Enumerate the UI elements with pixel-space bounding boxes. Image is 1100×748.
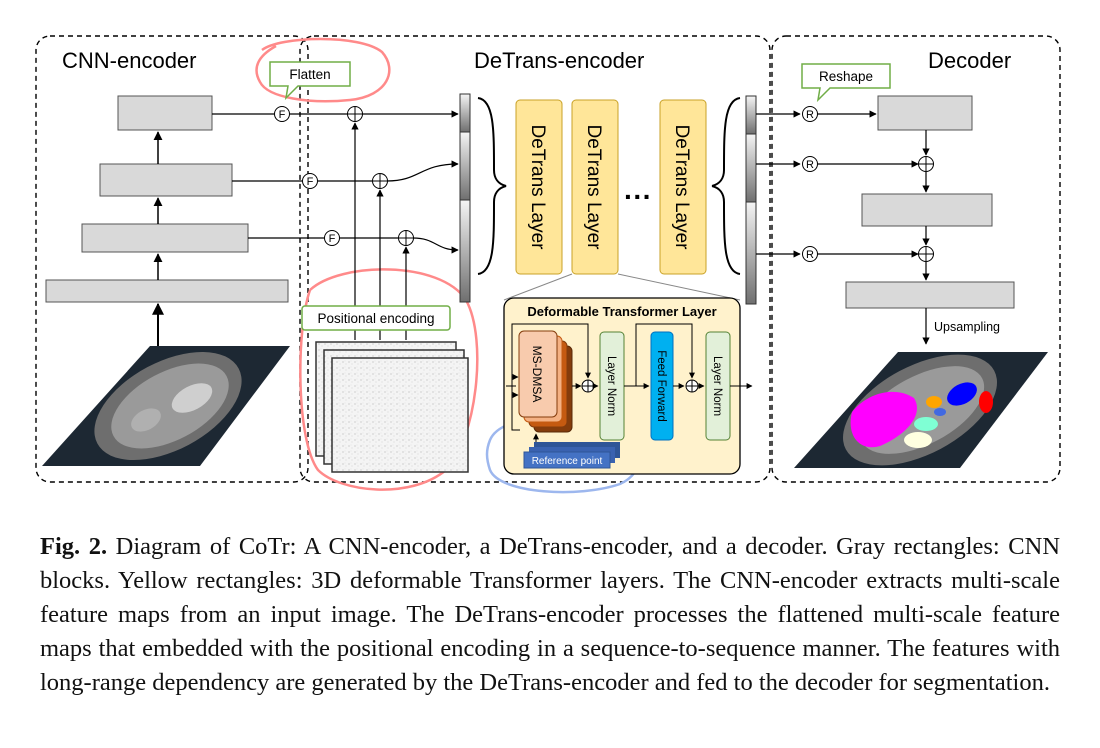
deform-panel-title: Deformable Transformer Layer	[527, 304, 716, 319]
caption-label: Fig. 2.	[40, 533, 108, 560]
decoder-block-1	[877, 95, 973, 131]
svg-text:Layer Norm: Layer Norm	[605, 356, 617, 416]
flatten-op-1: F	[274, 106, 290, 122]
layers-ellipsis: ···	[624, 181, 652, 212]
reshape-op-2: R	[802, 156, 818, 172]
svg-text:R: R	[806, 249, 814, 261]
reference-point-label: Reference point	[532, 456, 603, 467]
ms-dmsa-block	[518, 330, 558, 418]
svg-text:F: F	[279, 109, 286, 121]
svg-text:F: F	[329, 233, 336, 245]
svg-text:Flatten: Flatten	[289, 67, 330, 82]
reference-point-block	[523, 451, 611, 469]
detrans-encoder-title: DeTrans-encoder	[474, 48, 644, 73]
svg-text:F: F	[307, 176, 314, 188]
flatten-op-3: F	[324, 230, 340, 246]
segmentation-output-image	[794, 352, 1048, 468]
cnn-encoder-title: CNN-encoder	[62, 48, 197, 73]
deformable-transformer-layer-panel: Deformable Transformer Layer MS-DMSA Lay…	[503, 297, 753, 475]
svg-text:DeTrans Layer: DeTrans Layer	[671, 125, 692, 251]
svg-text:R: R	[806, 159, 814, 171]
ct-input-image	[42, 346, 290, 466]
add-op-3	[398, 230, 414, 246]
output-seq-2	[745, 133, 757, 203]
output-brace	[711, 97, 741, 275]
svg-text:DeTrans Layer: DeTrans Layer	[583, 125, 604, 251]
cnn-block-4	[45, 279, 289, 303]
decoder-block-3	[845, 281, 1015, 309]
flattened-seq-2	[459, 131, 471, 201]
svg-text:DeTrans Layer: DeTrans Layer	[527, 125, 548, 251]
decoder-block-2	[861, 193, 993, 227]
reshape-callout: Reshape	[801, 63, 891, 103]
decoder-add-op-2	[918, 246, 934, 262]
flatten-op-2: F	[302, 173, 318, 189]
flattened-seq-1	[459, 93, 471, 133]
svg-text:MS-DMSA: MS-DMSA	[530, 346, 544, 403]
reshape-op-3: R	[802, 246, 818, 262]
positional-encoding-maps	[315, 341, 469, 473]
decoder-title: Decoder	[928, 48, 1011, 73]
cnn-encoder-frame	[35, 35, 309, 483]
svg-text:Feed Forward: Feed Forward	[655, 350, 667, 422]
cotr-diagram: CNN-encoder DeTrans-encoder Decoder F F …	[35, 35, 1061, 494]
cnn-block-3	[81, 223, 249, 253]
output-seq-3	[745, 201, 757, 305]
caption-text: Diagram of CoTr: A CNN-encoder, a DeTran…	[40, 533, 1061, 696]
svg-text:R: R	[806, 109, 814, 121]
svg-text:Layer Norm: Layer Norm	[711, 356, 723, 416]
input-brace	[477, 97, 507, 275]
red-annotation-flatten	[255, 37, 391, 103]
positional-encoding-callout: Positional encoding	[301, 305, 451, 331]
upsampling-label: Upsampling	[934, 320, 1000, 334]
cnn-block-1	[117, 95, 213, 131]
decoder-frame	[771, 35, 1061, 483]
detrans-layer-2: DeTrans Layer	[571, 99, 619, 275]
svg-text:Reshape: Reshape	[819, 69, 873, 84]
figure-caption: Fig. 2. Diagram of CoTr: A CNN-encoder, …	[40, 530, 1060, 700]
detrans-layer-1: DeTrans Layer	[515, 99, 563, 275]
flattened-seq-3	[459, 199, 471, 303]
decoder-add-op-1	[918, 156, 934, 172]
detrans-layer-n: DeTrans Layer	[659, 99, 707, 275]
cnn-block-2	[99, 163, 233, 197]
flatten-callout: Flatten	[269, 61, 351, 101]
add-op-2	[372, 173, 388, 189]
detrans-encoder-frame	[299, 35, 771, 483]
svg-text:Positional encoding: Positional encoding	[317, 311, 434, 326]
output-seq-1	[745, 95, 757, 135]
reshape-op-1: R	[802, 106, 818, 122]
add-op-1	[347, 106, 363, 122]
